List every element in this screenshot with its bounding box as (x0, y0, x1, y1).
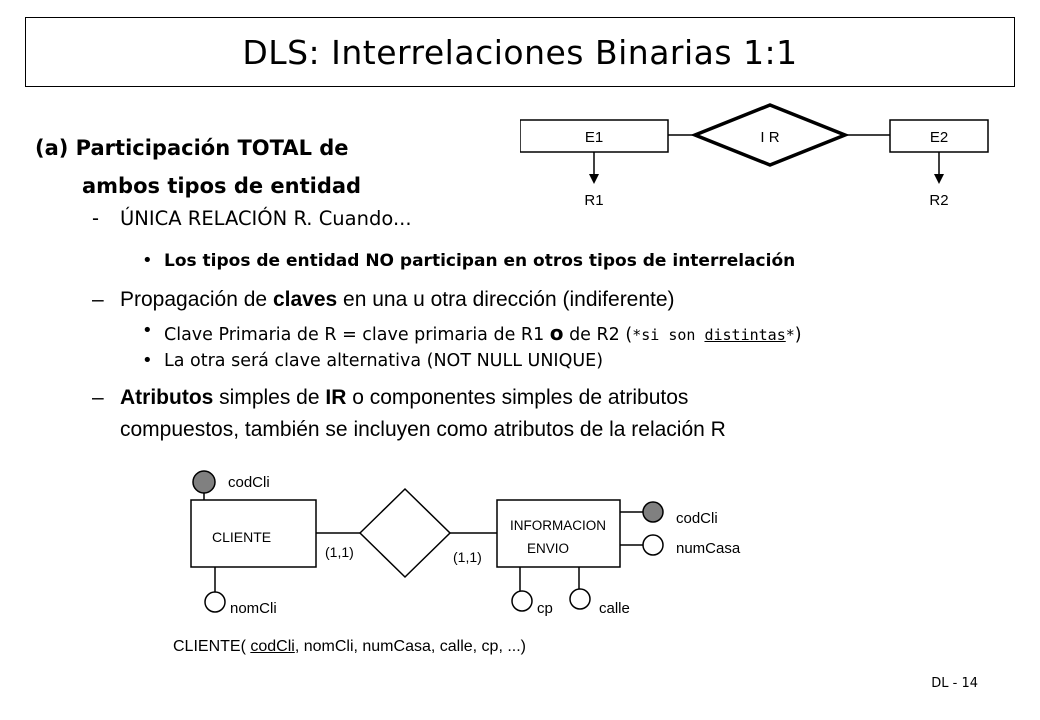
point-3-bold-1: Atributos (120, 386, 214, 409)
bullet-2: • (142, 320, 153, 341)
point-1-text: ÚNICA RELACIÓN R. Cuando... (120, 207, 412, 230)
point-3-dash: – (92, 386, 104, 409)
slide-number: DL - 14 (931, 676, 978, 691)
point-2-pre: Propagación de (120, 288, 273, 311)
numcasa-attribute (642, 534, 664, 556)
e2-box (889, 119, 989, 153)
cp-attribute (511, 590, 533, 612)
point-2-dash: – (92, 288, 104, 311)
relation-schema: CLIENTE( codCli, nomCli, numCasa, calle,… (173, 638, 526, 656)
cardinality-right: (1,1) (453, 549, 482, 565)
nomcli-label: nomCli (230, 600, 277, 617)
point-2-post: en una u otra dirección (indiferente) (337, 288, 675, 311)
codcli-label-2: codCli (676, 510, 718, 527)
sub-1-bold: o (549, 321, 564, 345)
codcli-key-attribute-1 (192, 470, 216, 494)
ir-diamond (690, 103, 850, 167)
sub-1-star-2: * (785, 326, 795, 344)
heading-line-1: (a) Participación TOTAL de (35, 136, 349, 160)
point-3-mid-2: o componentes simples de atributos (346, 386, 689, 409)
codcli-label-1: codCli (228, 474, 270, 491)
point-2-text: Propagación de claves en una u otra dire… (120, 288, 675, 312)
nomcli-attribute (204, 591, 226, 613)
point-3-bold-2: IR (325, 386, 347, 409)
point-3-text: Atributos simples de IR o componentes si… (120, 386, 688, 410)
cliente-entity (190, 499, 317, 568)
point-3-mid-1: simples de (213, 386, 326, 409)
point-2-sub-2: La otra será clave alternativa (NOT NULL… (164, 351, 604, 371)
sub-1-end: ) (794, 325, 802, 345)
schema-post: , nomCli, numCasa, calle, cp, ...) (294, 638, 526, 655)
sub-1-underlined: distintas (704, 326, 786, 344)
top-diagram: E1 I R E2 R1 R2 (520, 103, 989, 209)
point-1-dash: - (92, 207, 99, 230)
sub-1-mid: de R2 ( (563, 325, 633, 345)
bullet-3: • (142, 350, 153, 371)
schema-key: codCli (250, 638, 295, 655)
point-3-line-2: compuestos, también se incluyen como atr… (120, 418, 726, 441)
heading-line-2: ambos tipos de entidad (82, 174, 362, 198)
cliente-label: CLIENTE (212, 529, 271, 545)
informacion-label: INFORMACION (510, 518, 606, 533)
e1-label: E1 (585, 129, 603, 146)
ir-label: I R (760, 129, 779, 146)
title-box: DLS: Interrelaciones Binarias 1:1 (25, 17, 1015, 87)
sub-1-star: *si son (632, 326, 705, 344)
cardinality-left: (1,1) (325, 544, 354, 560)
cp-label: cp (537, 600, 553, 617)
schema-pre: CLIENTE( (173, 638, 251, 655)
calle-label: calle (599, 600, 630, 617)
numcasa-label: numCasa (676, 540, 741, 557)
calle-attribute (569, 588, 591, 610)
sub-1-pre: Clave Primaria de R = clave primaria de … (164, 325, 550, 345)
r1-label: R1 (584, 192, 603, 209)
slide-title: DLS: Interrelaciones Binarias 1:1 (242, 32, 798, 72)
codcli-key-attribute-2 (642, 501, 664, 523)
envio-label: ENVIO (527, 541, 569, 556)
point-2-bold: claves (272, 288, 338, 311)
bullet-1: • (142, 250, 153, 271)
informacion-envio-entity (496, 499, 621, 568)
r2-label: R2 (929, 192, 948, 209)
e2-label: E2 (930, 129, 948, 146)
point-1-sub-1: Los tipos de entidad NO participan en ot… (164, 251, 796, 271)
point-2-sub-1: Clave Primaria de R = clave primaria de … (164, 321, 802, 345)
relationship-diamond (358, 487, 452, 579)
